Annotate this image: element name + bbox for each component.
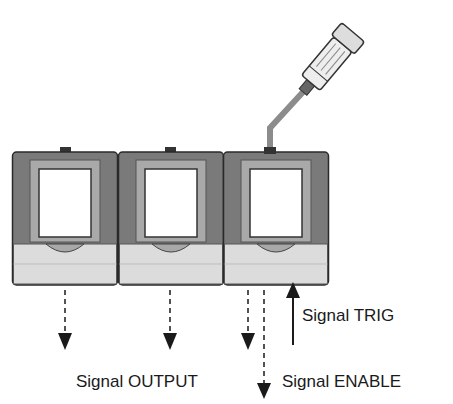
signal-line bbox=[169, 290, 171, 334]
module bbox=[119, 152, 224, 285]
arrow-head bbox=[58, 333, 72, 350]
module bbox=[224, 152, 329, 285]
signal-label: Signal OUTPUT bbox=[76, 372, 198, 392]
arrow-head bbox=[241, 333, 255, 350]
signal-label: Signal TRIG bbox=[302, 306, 394, 326]
cable-socket bbox=[264, 147, 276, 154]
arrow-head bbox=[163, 333, 177, 350]
signal-label: Signal ENABLE bbox=[282, 372, 401, 392]
cable bbox=[270, 92, 303, 153]
signal-line bbox=[64, 290, 66, 334]
module bbox=[13, 152, 118, 285]
connector-plug bbox=[292, 23, 365, 102]
arrow-head bbox=[286, 282, 300, 298]
signal-line bbox=[292, 296, 294, 345]
signal-line bbox=[247, 290, 249, 334]
signal-line bbox=[263, 290, 265, 384]
arrow-head bbox=[257, 383, 271, 399]
